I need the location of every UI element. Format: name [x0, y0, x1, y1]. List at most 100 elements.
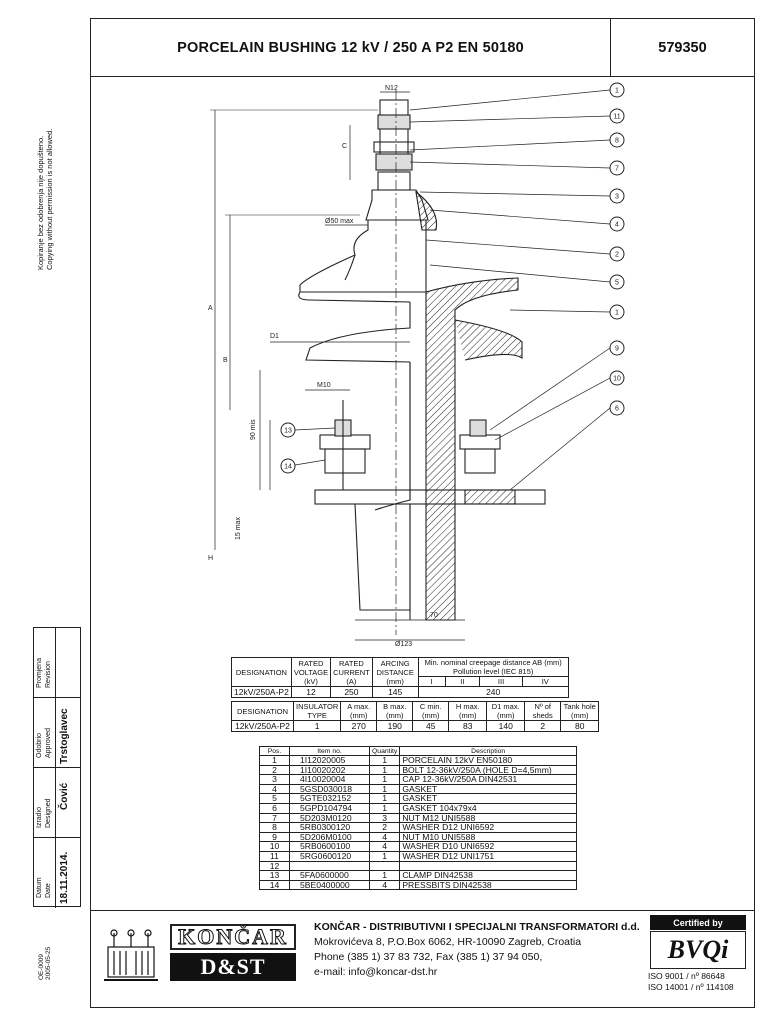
svg-text:7: 7 — [615, 166, 619, 173]
dim-phi123: Ø123 — [395, 641, 412, 648]
designed-row: Izradio Designed Čović — [34, 768, 80, 838]
svg-text:6: 6 — [615, 406, 619, 413]
drawing-sheet: PORCELAIN BUSHING 12 kV / 250 A P2 EN 50… — [90, 18, 755, 1008]
callout-6: 6 — [609, 400, 625, 416]
copyright-note-en: Copying without permission is not allowe… — [45, 128, 54, 270]
svg-text:13: 13 — [284, 428, 292, 435]
svg-text:8: 8 — [615, 138, 619, 145]
email: e-mail: info@koncar-dst.hr — [314, 966, 438, 978]
title-block-footer: KONČAR D&ST KONČAR - DISTRIBUTIVNI I SPE… — [90, 910, 755, 1008]
dim-15max: 15 max — [235, 517, 242, 540]
callout-4: 4 — [609, 216, 625, 232]
svg-text:5: 5 — [615, 280, 619, 287]
svg-text:9: 9 — [615, 346, 619, 353]
svg-text:4: 4 — [615, 222, 619, 229]
pollution-iii: III — [479, 676, 523, 687]
col-arcing: ARCING DISTANCE (mm) — [371, 657, 419, 687]
dim-a: A — [208, 305, 213, 312]
col-voltage: RATED VOLTAGE (kV) — [290, 657, 332, 687]
callout-14: 14 — [280, 458, 296, 474]
svg-text:2: 2 — [615, 252, 619, 259]
doc-code: OE-0009 — [38, 953, 45, 980]
drawing-date: 18.11.2014. — [59, 851, 70, 904]
iso14001-cert: ISO 14001 / nº 114108 — [648, 982, 734, 992]
callout-9: 9 — [609, 340, 625, 356]
callout-1-body: 1 — [609, 304, 625, 320]
pollution-i: I — [417, 676, 446, 687]
revision-block: Promjena Revision Odobrio Approved Trsto… — [33, 627, 81, 908]
callout-10: 10 — [609, 370, 625, 386]
table-row: 12kV/250A-P2 1 270 190 45 83 140 2 80 — [231, 720, 600, 732]
dim-m10: M10 — [317, 382, 331, 389]
table-row: 12kV/250A-P2 12 250 145 240 — [231, 686, 569, 698]
revision-label-en: Revision — [45, 661, 52, 688]
bushing-drawing: 1 11 8 7 3 4 2 5 1 9 10 6 13 14 N12 C Ø5… — [208, 82, 625, 648]
approved-label-en: Approved — [45, 728, 52, 758]
dim-90mis: 90 mis — [250, 419, 257, 440]
callout-1-top: 1 — [609, 82, 625, 98]
col-description: Description — [399, 746, 577, 756]
svg-text:3: 3 — [615, 194, 619, 201]
callout-8: 8 — [609, 132, 625, 148]
approved-row: Odobrio Approved Trstoglavec — [34, 698, 80, 768]
brand-sub: D&ST — [170, 953, 296, 981]
doc-date: 2005-05-25 — [45, 946, 52, 980]
dim-n12: N12 — [385, 85, 398, 92]
koncar-logo: KONČAR D&ST — [100, 919, 300, 983]
revision-label-hr: Promjena — [36, 658, 43, 688]
dim-b: B — [223, 357, 228, 364]
col-current: RATED CURRENT (A) — [330, 657, 373, 687]
svg-text:11: 11 — [613, 114, 620, 121]
iso9001-cert: ISO 9001 / nº 86648 — [648, 971, 725, 981]
svg-text:1: 1 — [615, 88, 619, 95]
pollution-ii: II — [444, 676, 481, 687]
street-address: Mokrovićeva 8, P.O.Box 6062, HR-10090 Za… — [314, 936, 582, 948]
svg-text:14: 14 — [284, 464, 292, 471]
approved-label-hr: Odobrio — [36, 733, 43, 758]
callout-5: 5 — [609, 274, 625, 290]
copyright-note-hr: Kopiranje bez odobrenja nije dopušteno. — [36, 135, 45, 270]
col-quantity: Quantity — [368, 746, 401, 756]
phone-fax: Phone (385 1) 37 83 732, Fax (385 1) 37 … — [314, 951, 543, 963]
pollution-iv: IV — [521, 676, 569, 687]
dim-phi50: Ø50 max — [325, 218, 354, 225]
callout-7: 7 — [609, 160, 625, 176]
certified-by-label: Certified by — [650, 915, 746, 930]
drawing-number: 579350 — [611, 19, 754, 77]
dim-c: C — [342, 143, 347, 150]
dim-d1: D1 — [270, 333, 279, 340]
date-label-en: Date — [45, 883, 52, 898]
callout-13: 13 — [280, 422, 296, 438]
bvqi-logo: BVQi — [650, 931, 746, 969]
svg-text:10: 10 — [613, 376, 621, 383]
approved-by: Trstoglavec — [59, 708, 70, 764]
transformer-icon — [104, 929, 158, 981]
callout-2: 2 — [609, 246, 625, 262]
dimensions-table: DESIGNATION INSULATOR TYPE A max. (mm) B… — [231, 701, 600, 732]
col-creepage: Min. nominal creepage distance AB (mm) P… — [417, 657, 569, 677]
svg-text:1: 1 — [615, 310, 619, 317]
brand-name: KONČAR — [170, 924, 296, 950]
ratings-table: DESIGNATION RATED VOLTAGE (kV) RATED CUR… — [231, 657, 569, 698]
dim-70: 70 — [430, 612, 438, 619]
designed-label-en: Designed — [45, 798, 52, 828]
designed-by: Čović — [59, 782, 70, 810]
col-designation: DESIGNATION — [231, 657, 292, 687]
dim-h: H — [208, 555, 213, 562]
callout-11: 11 — [609, 108, 625, 124]
company-name: KONČAR - DISTRIBUTIVNI I SPECIJALNI TRAN… — [314, 921, 640, 933]
designed-label-hr: Izradio — [36, 806, 43, 828]
date-label-hr: Datum — [36, 877, 43, 898]
date-row: Datum Date 18.11.2014. — [34, 838, 80, 908]
revision-row: Promjena Revision — [34, 628, 80, 698]
company-address: KONČAR - DISTRIBUTIVNI I SPECIJALNI TRAN… — [314, 920, 640, 980]
